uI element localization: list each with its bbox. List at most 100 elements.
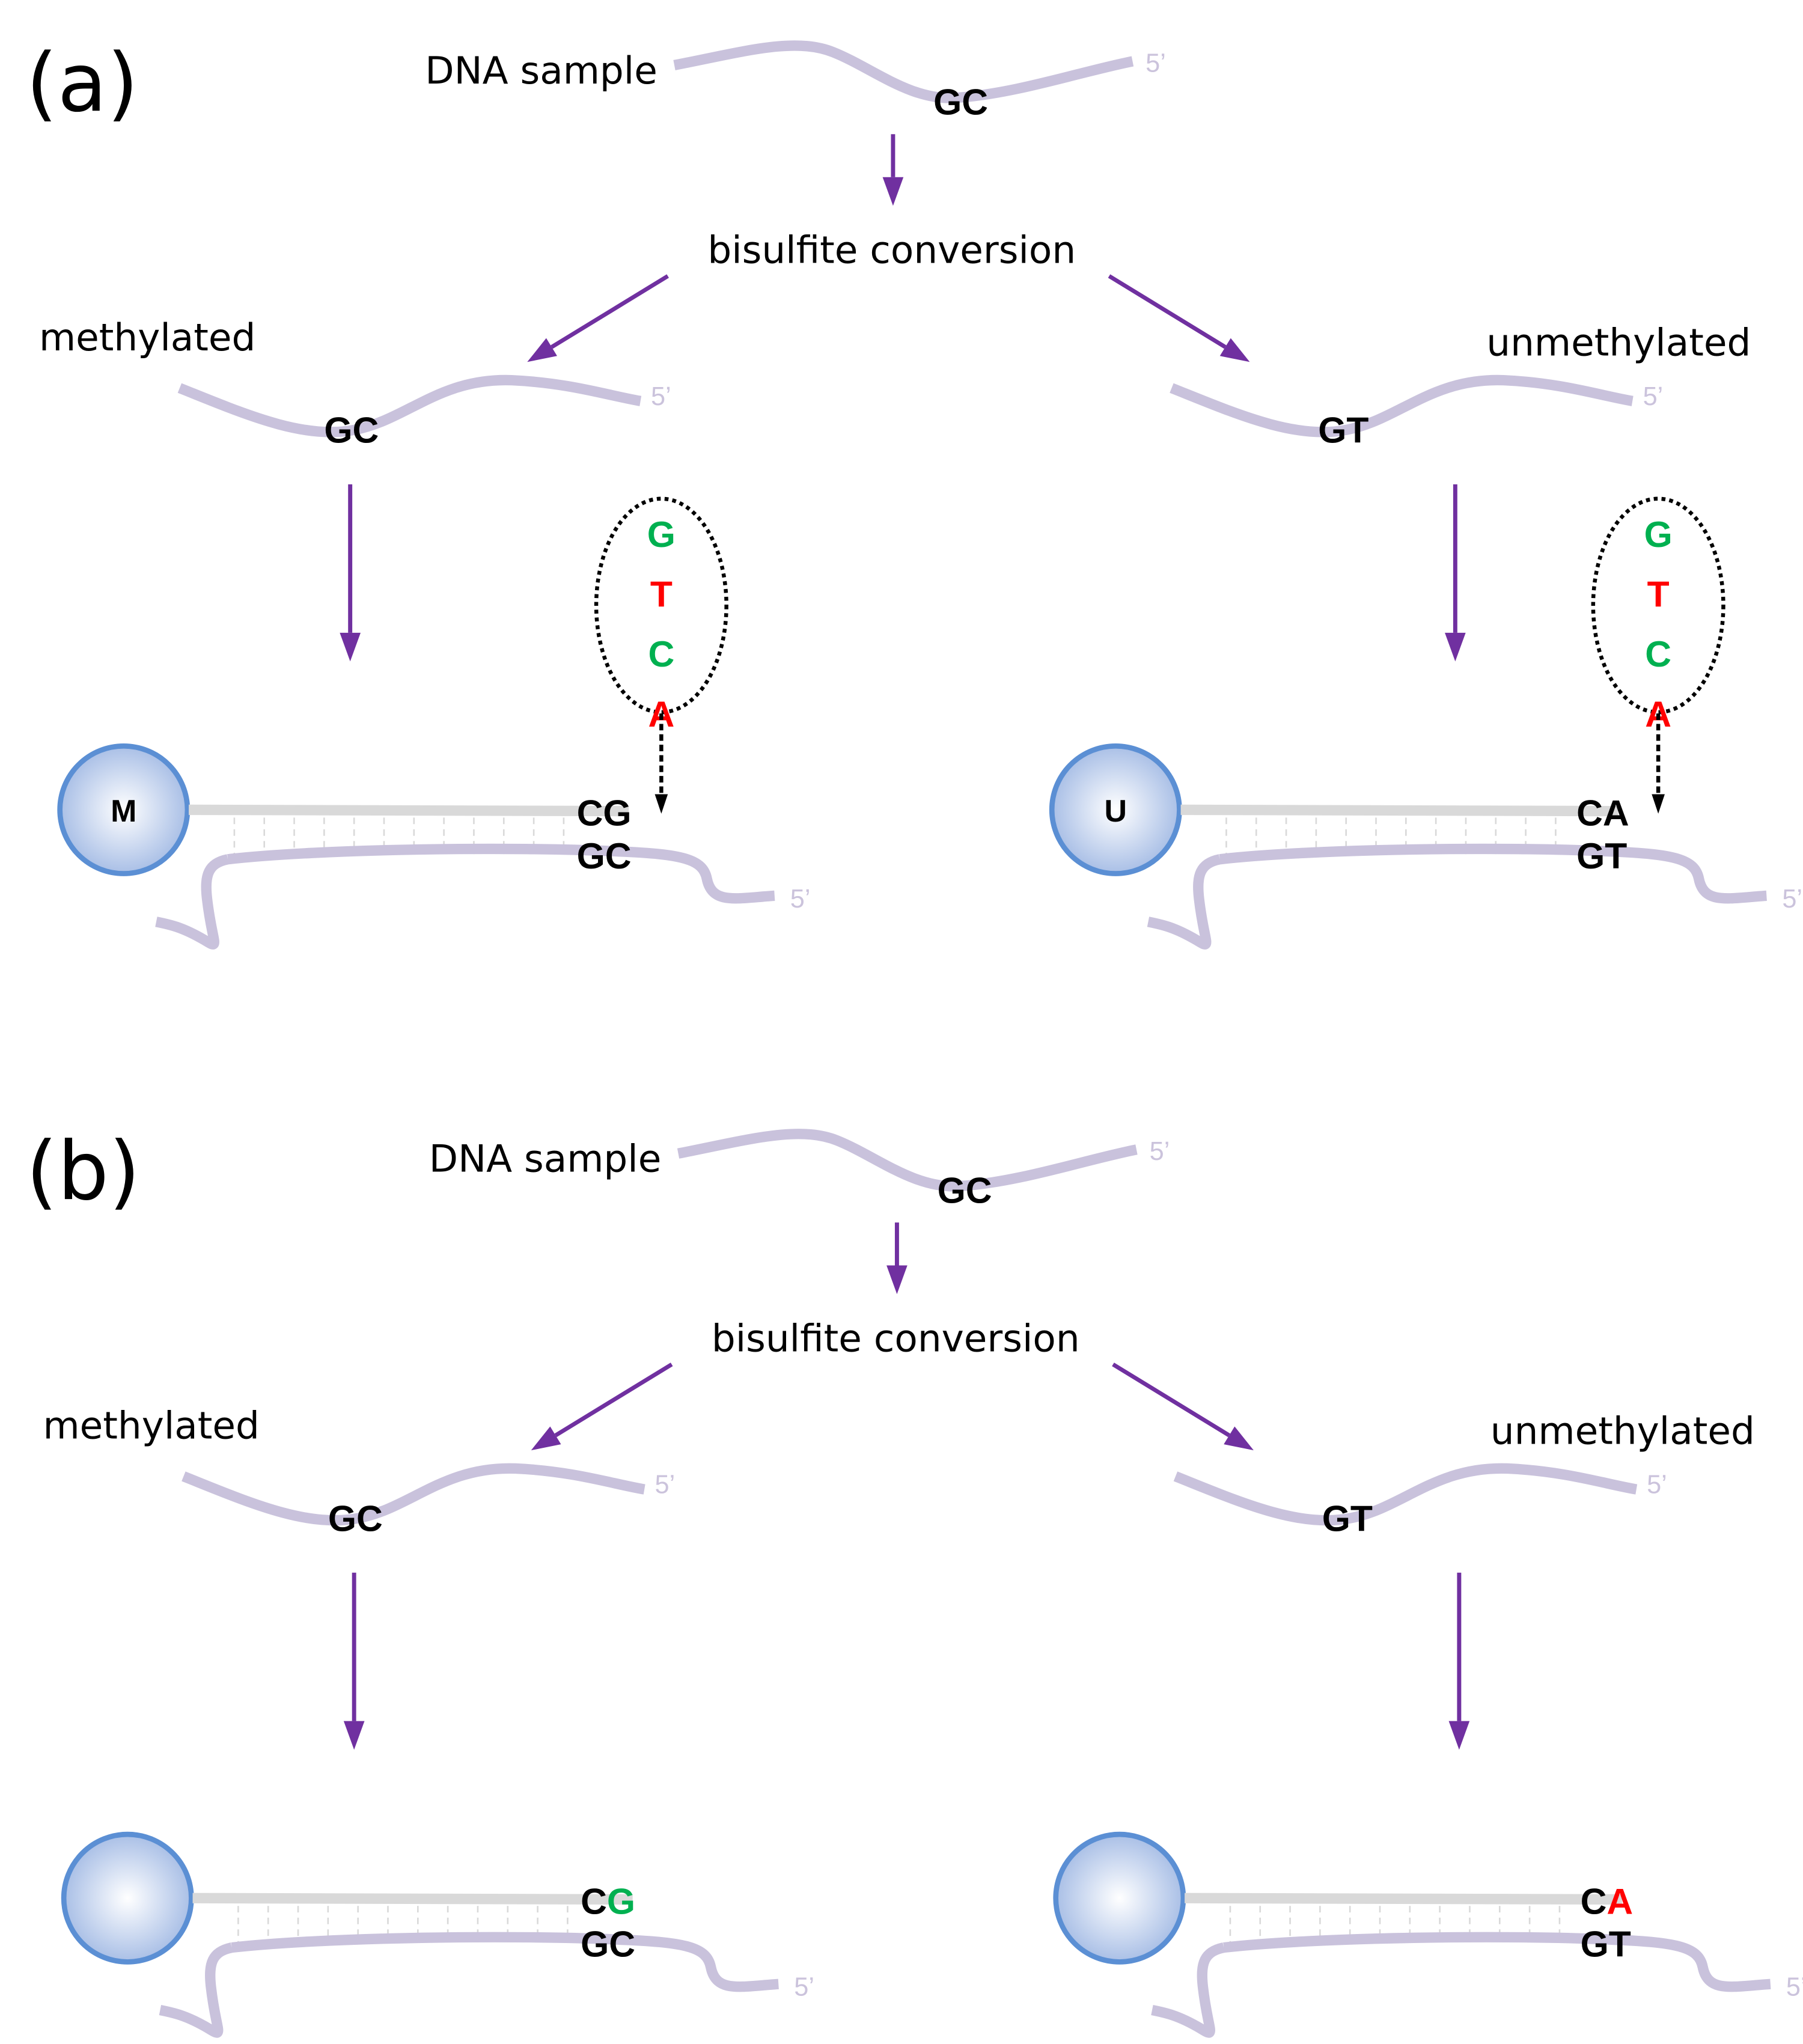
target-bases: GC (577, 835, 632, 876)
target-bases: GT (1576, 835, 1627, 876)
arrow-to-bead-assay (1448, 1572, 1470, 1750)
arrowhead-icon (1448, 1721, 1470, 1750)
sample-site: GC (938, 1170, 992, 1211)
five-prime-label: 5’ (1146, 49, 1166, 78)
bead (1053, 1831, 1186, 1965)
candidate-base: G (1644, 514, 1673, 555)
dna-sample-label: DNA sample (425, 49, 657, 93)
target-strand (1147, 843, 1767, 950)
arrow-to-bead-assay (343, 1572, 365, 1750)
candidate-base: G (647, 514, 676, 555)
arrowhead-icon (340, 632, 361, 662)
bead-label: U (1105, 794, 1127, 829)
target-strand (155, 843, 775, 950)
bead: M (57, 743, 191, 876)
arrowhead-icon (1224, 1426, 1254, 1451)
probe-base: C (581, 1881, 607, 1921)
arrowhead-icon (1219, 338, 1250, 362)
arrow-shaft (554, 1362, 673, 1438)
arrow-down-to-conversion (886, 1222, 908, 1295)
bead (61, 1831, 194, 1965)
probe-base: C (1581, 1881, 1607, 1921)
bead-icon (1049, 743, 1182, 876)
probe-end-bases: CG (577, 792, 632, 833)
probe-base: A (1606, 1881, 1633, 1921)
bead: U (1049, 743, 1182, 876)
dna-sample-strand (673, 40, 1134, 103)
converted-site: GC (324, 410, 379, 451)
probe-base: G (607, 1881, 635, 1921)
probe-base: C (1576, 792, 1603, 833)
arrow-to-methylated (531, 1362, 673, 1451)
bisulfite-conversion-label: bisulfite conversion (707, 228, 1076, 272)
five-prime-label: 5’ (794, 1973, 814, 2002)
candidate-nucleotides: GTCA (1591, 496, 1725, 814)
converted-strand (1173, 1463, 1638, 1526)
converted-site: GC (328, 1498, 383, 1539)
probe-strand (1180, 804, 1618, 817)
five-prime-label: 5’ (655, 1471, 676, 1499)
methylated-label: methylated (43, 1404, 259, 1448)
probe-end-bases: CG (581, 1881, 635, 1921)
arrowhead-icon (1445, 632, 1466, 662)
arrow-to-unmethylated (1112, 1362, 1254, 1451)
bead-icon (61, 1831, 194, 1965)
probe-end-bases: CA (1576, 792, 1629, 833)
probe-strand (192, 1893, 633, 1905)
arrow-shaft (1108, 274, 1227, 349)
probe-base: A (1603, 792, 1629, 833)
converted-strand (177, 374, 642, 438)
candidate-base: T (1647, 574, 1670, 615)
arrow-shaft (551, 274, 669, 349)
probe-end-bases: CA (1581, 1881, 1634, 1921)
five-prime-label: 5’ (1786, 1973, 1803, 2002)
five-prime-label: 5’ (1647, 1471, 1667, 1499)
panel-label: (a) (26, 35, 138, 130)
arrowhead-icon (882, 177, 904, 206)
bisulfite-conversion-label: bisulfite conversion (712, 1317, 1080, 1361)
unmethylated-label: unmethylated (1490, 1409, 1755, 1453)
five-prime-label: 5’ (1643, 382, 1664, 411)
probe-strand (1185, 1893, 1622, 1905)
arrow-to-unmethylated (1108, 274, 1250, 362)
five-prime-label: 5’ (651, 382, 671, 411)
candidate-base: C (1645, 633, 1671, 674)
dotted-oval (594, 496, 728, 715)
dna-sample-strand (677, 1129, 1138, 1192)
panel-label: (b) (26, 1124, 140, 1218)
arrowhead-icon (343, 1721, 365, 1750)
dna-sample-label: DNA sample (429, 1137, 662, 1181)
probe-base: C (577, 792, 603, 833)
probe-base: G (603, 792, 631, 833)
arrowhead-icon (527, 338, 557, 362)
five-prime-label: 5’ (1150, 1137, 1170, 1166)
bead-label: M (111, 794, 136, 829)
five-prime-label: 5’ (1782, 885, 1802, 914)
dotted-oval (1591, 496, 1725, 715)
arrow-to-methylated (527, 274, 669, 362)
converted-site: GT (1322, 1498, 1373, 1539)
converted-strand (182, 1463, 645, 1526)
target-bases: GT (1581, 1924, 1631, 1965)
target-strand (159, 1932, 779, 2038)
five-prime-label: 5’ (790, 885, 811, 914)
target-strand (1151, 1932, 1771, 2038)
converted-site: GT (1318, 410, 1368, 451)
arrowhead-icon (531, 1426, 561, 1451)
arrow-to-bead-assay (340, 484, 361, 662)
probe-strand (189, 804, 629, 817)
sample-site: GC (933, 82, 988, 123)
bead-icon (1053, 1831, 1186, 1965)
bead-icon (57, 743, 191, 876)
arrowhead-icon (1652, 794, 1665, 814)
unmethylated-label: unmethylated (1486, 320, 1751, 364)
arrow-down-to-conversion (882, 134, 904, 206)
